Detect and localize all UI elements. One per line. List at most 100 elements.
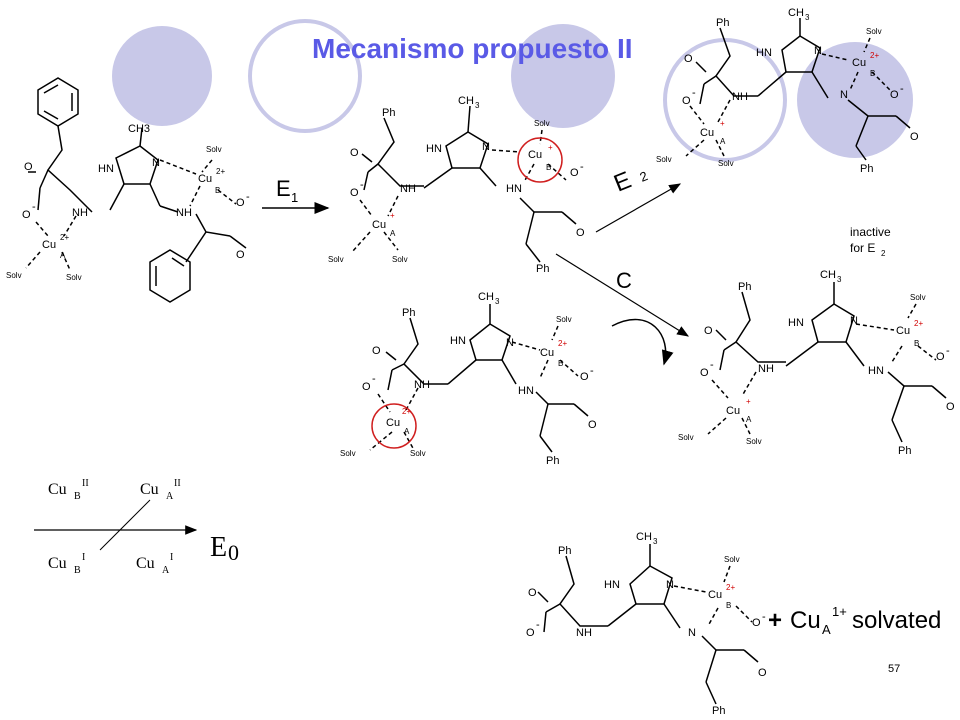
molecule-1-dashes: [25, 159, 237, 271]
svg-text:Solv: Solv: [534, 119, 550, 128]
decor-circle-3: [511, 24, 615, 128]
svg-text:Ph: Ph: [738, 281, 751, 293]
svg-text:+: +: [720, 119, 725, 128]
svg-text:Ph: Ph: [898, 445, 911, 457]
svg-text:Solv: Solv: [392, 255, 408, 264]
svg-text:-: -: [946, 345, 950, 357]
svg-text:Cu: Cu: [140, 481, 159, 498]
svg-text:2+: 2+: [402, 407, 411, 416]
molecule-6-dashes: [673, 565, 753, 627]
page-number: 57: [888, 663, 900, 675]
svg-text:Cu: Cu: [852, 57, 866, 69]
svg-text:Solv: Solv: [66, 273, 82, 282]
svg-text:-: -: [536, 619, 540, 631]
svg-text:O: O: [580, 371, 589, 383]
svg-text:B: B: [74, 491, 81, 502]
svg-text:CH: CH: [820, 269, 836, 281]
c-step: C: [555, 253, 690, 337]
molecule-6: [537, 544, 759, 705]
molecule-5: [715, 282, 947, 443]
svg-text:2+: 2+: [726, 583, 735, 592]
svg-text:O: O: [576, 227, 585, 239]
svg-text:B: B: [74, 565, 81, 576]
svg-text:I: I: [170, 552, 173, 563]
svg-text:O: O: [236, 197, 245, 209]
molecule-4: [385, 304, 589, 453]
svg-text:+: +: [548, 143, 553, 152]
decor-circle-2: [248, 19, 362, 133]
svg-text:-: -: [692, 87, 696, 99]
svg-text:A: A: [746, 415, 752, 424]
svg-text:Ph: Ph: [536, 263, 549, 275]
svg-text:NH: NH: [414, 379, 430, 391]
svg-text:NH: NH: [732, 91, 748, 103]
svg-text:A: A: [60, 251, 66, 260]
svg-text:N: N: [814, 45, 822, 57]
e0-label: E: [210, 532, 227, 563]
svg-text:+: +: [768, 607, 782, 634]
molecule-5-dashes: [707, 303, 937, 435]
svg-text:N: N: [506, 337, 514, 349]
svg-text:Cu: Cu: [700, 127, 714, 139]
svg-text:O: O: [700, 367, 709, 379]
c-label: C: [616, 268, 632, 293]
molecule-2-dashes: [351, 129, 567, 253]
svg-text:II: II: [82, 478, 89, 489]
svg-text:-: -: [762, 611, 766, 623]
svg-text:CH3: CH3: [128, 123, 150, 135]
svg-text:O: O: [910, 131, 919, 143]
svg-text:NH: NH: [576, 627, 592, 639]
svg-text:2+: 2+: [870, 51, 879, 60]
svg-text:NH: NH: [72, 207, 88, 219]
svg-text:O: O: [890, 89, 899, 101]
e1-step: E 1: [262, 176, 330, 214]
svg-text:Cu: Cu: [372, 219, 386, 231]
inactive-note: inactive for E 2: [850, 225, 891, 258]
molecule-4-labels: Ph CH 3 HN N Cu 2+ B Solv HN O - O Ph O …: [340, 291, 597, 467]
curved-arrow: [611, 318, 674, 366]
svg-text:B: B: [870, 69, 875, 78]
svg-text:Solv: Solv: [724, 555, 740, 564]
svg-text:Solv: Solv: [678, 433, 694, 442]
svg-text:-: -: [710, 359, 714, 371]
svg-text:O: O: [752, 617, 761, 629]
molecule-4-dashes: [369, 325, 579, 451]
svg-text:CH: CH: [458, 95, 474, 107]
svg-text:HN: HN: [506, 183, 522, 195]
svg-text:-: -: [590, 365, 594, 377]
svg-text:3: 3: [653, 537, 658, 546]
svg-text:Solv: Solv: [556, 315, 572, 324]
svg-text:Ph: Ph: [546, 455, 559, 467]
molecule-5-labels: Ph CH 3 HN N Cu 2+ B Solv HN O - O Ph O …: [678, 269, 955, 457]
svg-text:Ph: Ph: [382, 107, 395, 119]
molecule-6-labels: Ph CH 3 HN N Cu 2+ B Solv N O - O Ph O O…: [526, 531, 767, 717]
molecule-1-labels: CH3 HN N Cu 2+ B Solv NH O - O O O - NH …: [6, 123, 250, 282]
svg-text:3: 3: [475, 101, 480, 110]
svg-text:N: N: [850, 315, 858, 327]
svg-text:HN: HN: [518, 385, 534, 397]
highlight-cu-a-molecule-4: [371, 403, 417, 449]
svg-text:N: N: [840, 89, 848, 101]
molecule-3: [695, 18, 911, 161]
svg-text:Cu: Cu: [540, 347, 554, 359]
svg-text:Cu: Cu: [48, 481, 67, 498]
e2-label: E: [610, 167, 635, 198]
svg-text:2: 2: [638, 168, 650, 185]
svg-text:3: 3: [837, 275, 842, 284]
svg-text:+: +: [390, 211, 395, 220]
svg-text:O: O: [684, 53, 693, 65]
svg-text:Solv: Solv: [206, 145, 222, 154]
svg-text:Cu: Cu: [708, 589, 722, 601]
svg-text:I: I: [82, 552, 85, 563]
svg-text:Solv: Solv: [340, 449, 356, 458]
svg-text:A: A: [390, 229, 396, 238]
svg-text:A: A: [822, 622, 831, 637]
svg-text:for E: for E: [850, 241, 875, 255]
svg-text:Cu: Cu: [726, 405, 740, 417]
svg-text:O: O: [704, 325, 713, 337]
svg-text:Cu: Cu: [528, 149, 542, 161]
svg-text:O: O: [588, 419, 597, 431]
svg-text:Solv: Solv: [718, 159, 734, 168]
svg-text:NH: NH: [176, 207, 192, 219]
svg-text:O: O: [758, 667, 767, 679]
